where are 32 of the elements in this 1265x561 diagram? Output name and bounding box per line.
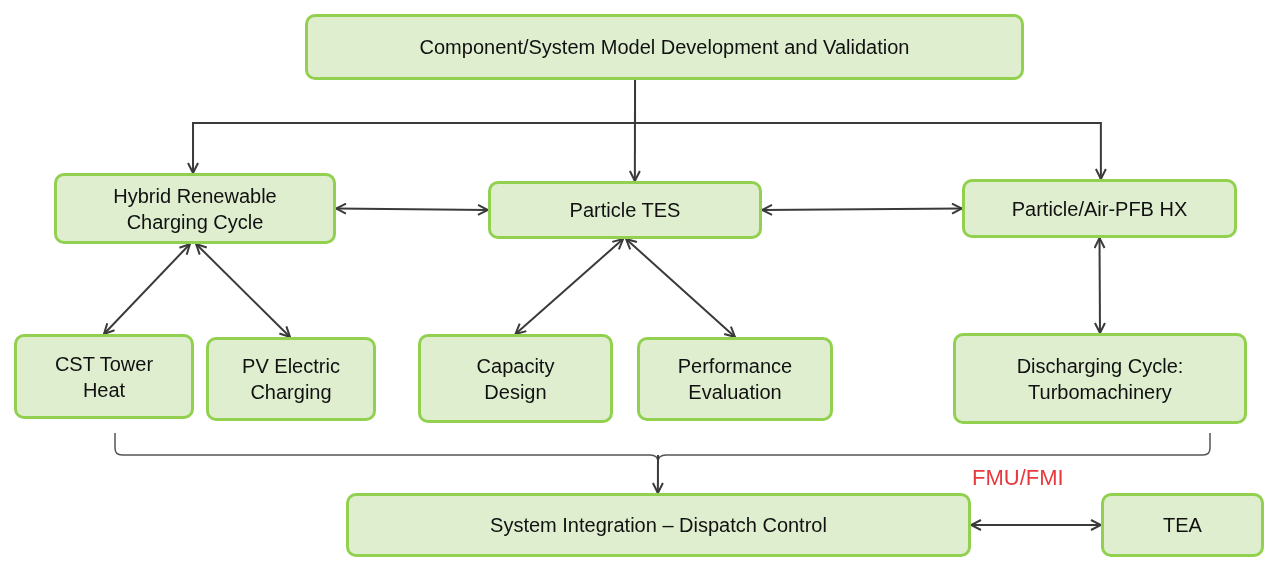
process-box: [54, 173, 336, 244]
box-label: Component/System Model Development and Validation: [419, 35, 910, 60]
box-label: PV Electric Charging: [241, 354, 341, 405]
box-label: Particle/Air-PFB HX: [1011, 196, 1188, 222]
process-box: [1101, 493, 1264, 557]
arrow: [195, 243, 291, 338]
process-box: [14, 334, 194, 419]
arrow: [1093, 237, 1106, 334]
box-label: System Integration – Dispatch Control: [490, 513, 827, 538]
box-label: TEA: [1163, 513, 1202, 538]
interface-label: FMU/FMI: [972, 464, 1064, 492]
process-box: [206, 337, 376, 421]
box-label: CST Tower Heat: [53, 351, 155, 403]
process-box: [346, 493, 971, 557]
process-box: [637, 337, 833, 421]
box-label: Capacity Design: [475, 353, 556, 405]
process-box: [488, 181, 762, 239]
arrow: [970, 519, 1102, 531]
box-label: Discharging Cycle: Turbomachinery: [1015, 353, 1185, 405]
process-box: [953, 333, 1247, 424]
process-box: [305, 14, 1024, 80]
arrow: [651, 454, 664, 494]
box-label: Hybrid Renewable Charging Cycle: [112, 183, 278, 235]
arrow: [761, 202, 963, 216]
box-label: Performance Evaluation: [676, 354, 794, 405]
process-box: [962, 179, 1237, 238]
arrow: [335, 202, 489, 216]
arrow: [514, 238, 625, 335]
box-label: Particle TES: [569, 198, 681, 223]
arrow: [103, 243, 191, 335]
arrow: [625, 238, 736, 338]
process-box: [418, 334, 613, 423]
